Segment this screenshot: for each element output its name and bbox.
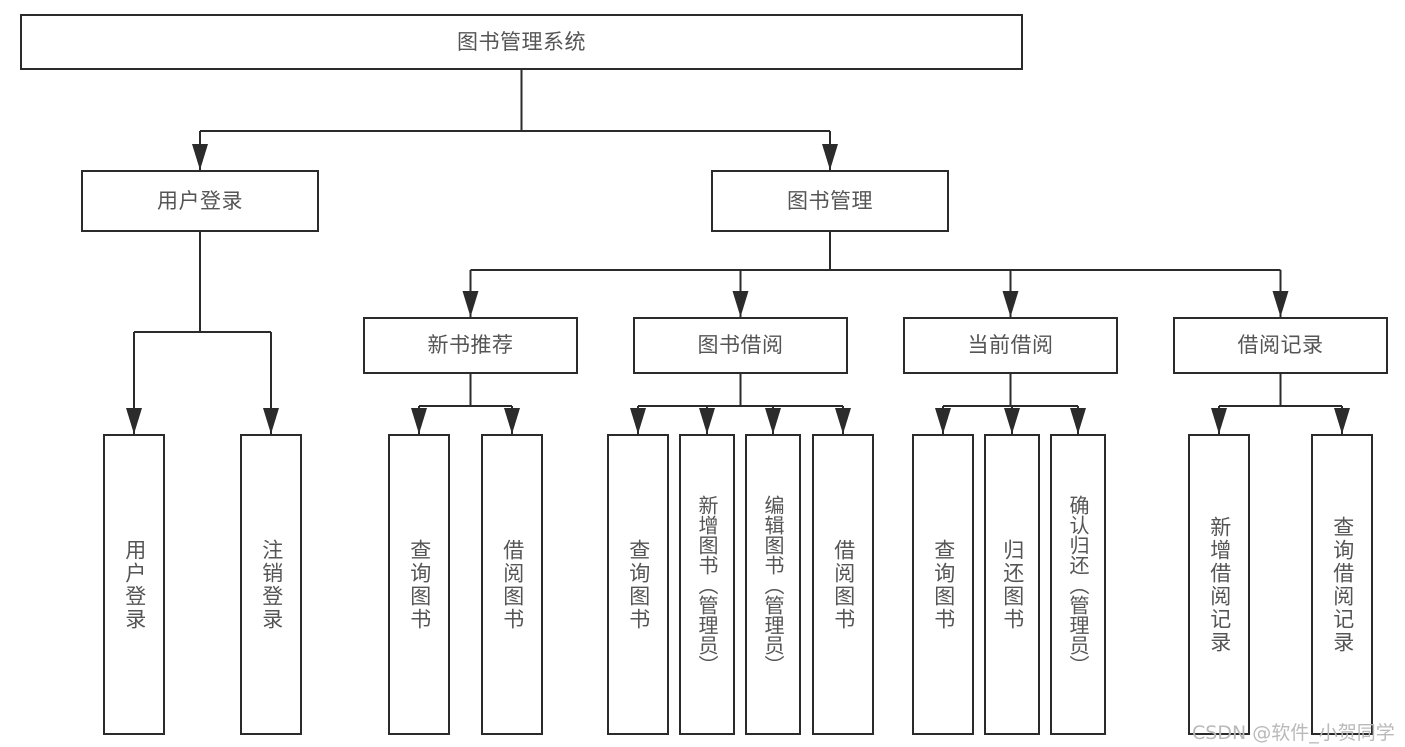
arrowhead-icon [699,408,715,434]
node-leaf_cur1[interactable]: 查询图书 [912,434,974,735]
arrowhead-icon [504,408,520,434]
node-label: 当前借阅 [967,333,1054,357]
arrowhead-icon [822,144,838,170]
arrowhead-icon [192,144,208,170]
node-label: 注销登录 [259,538,284,631]
arrowhead-icon [630,408,646,434]
node-label: 借阅图书 [500,538,525,631]
node-label: 确认归还（管理员） [1066,494,1090,675]
node-leaf_cur2[interactable]: 归还图书 [984,434,1040,735]
node-label: 查询借阅记录 [1330,515,1355,654]
node-label: 新增图书（管理员） [695,494,719,675]
node-label: 图书借阅 [697,333,784,357]
node-leaf_login2[interactable]: 注销登录 [240,434,302,735]
arrowhead-icon [462,291,479,317]
arrowhead-icon [1334,408,1350,434]
node-label: 查询图书 [626,538,651,631]
node-label: 借阅记录 [1237,333,1324,357]
node-leaf_bor3[interactable]: 编辑图书（管理员） [745,434,801,735]
node-label: 图书管理 [787,188,873,213]
node-login[interactable]: 用户登录 [81,170,319,232]
node-label: 查询图书 [931,538,956,631]
node-leaf_bor2[interactable]: 新增图书（管理员） [679,434,735,735]
node-label: 归还图书 [1000,538,1025,631]
node-records[interactable]: 借阅记录 [1173,317,1388,374]
arrowhead-icon [1002,291,1019,317]
arrowhead-icon [732,291,749,317]
node-bookmgmt[interactable]: 图书管理 [711,170,949,232]
node-label: 用户登录 [122,538,147,631]
node-newrec[interactable]: 新书推荐 [363,317,578,374]
arrowhead-icon [263,408,279,434]
arrowhead-icon [1004,408,1020,434]
arrowhead-icon [126,408,142,434]
arrowhead-icon [1272,291,1289,317]
node-root[interactable]: 图书管理系统 [20,14,1023,70]
node-leaf_bor1[interactable]: 查询图书 [607,434,669,735]
node-current[interactable]: 当前借阅 [903,317,1118,374]
arrowhead-icon [835,408,851,434]
arrowhead-icon [1070,408,1086,434]
node-leaf_bor4[interactable]: 借阅图书 [812,434,874,735]
arrowhead-icon [935,408,951,434]
arrowhead-icon [411,408,427,434]
node-label: 图书管理系统 [457,29,586,54]
node-label: 用户登录 [157,188,243,213]
csdn-watermark: CSDN @软件_小贺同学 [1192,722,1395,744]
node-label: 新书推荐 [427,333,514,357]
arrowhead-icon [765,408,781,434]
node-leaf_new2[interactable]: 借阅图书 [481,434,543,735]
node-leaf_rec2[interactable]: 查询借阅记录 [1311,434,1373,735]
node-label: 查询图书 [407,538,432,631]
node-leaf_new1[interactable]: 查询图书 [388,434,450,735]
node-leaf_cur3[interactable]: 确认归还（管理员） [1050,434,1106,735]
node-borrow[interactable]: 图书借阅 [633,317,848,374]
node-label: 借阅图书 [831,538,856,631]
node-leaf_rec1[interactable]: 新增借阅记录 [1188,434,1250,735]
node-label: 编辑图书（管理员） [761,494,785,675]
node-label: 新增借阅记录 [1207,515,1232,654]
node-leaf_login1[interactable]: 用户登录 [103,434,165,735]
arrowhead-icon [1211,408,1227,434]
